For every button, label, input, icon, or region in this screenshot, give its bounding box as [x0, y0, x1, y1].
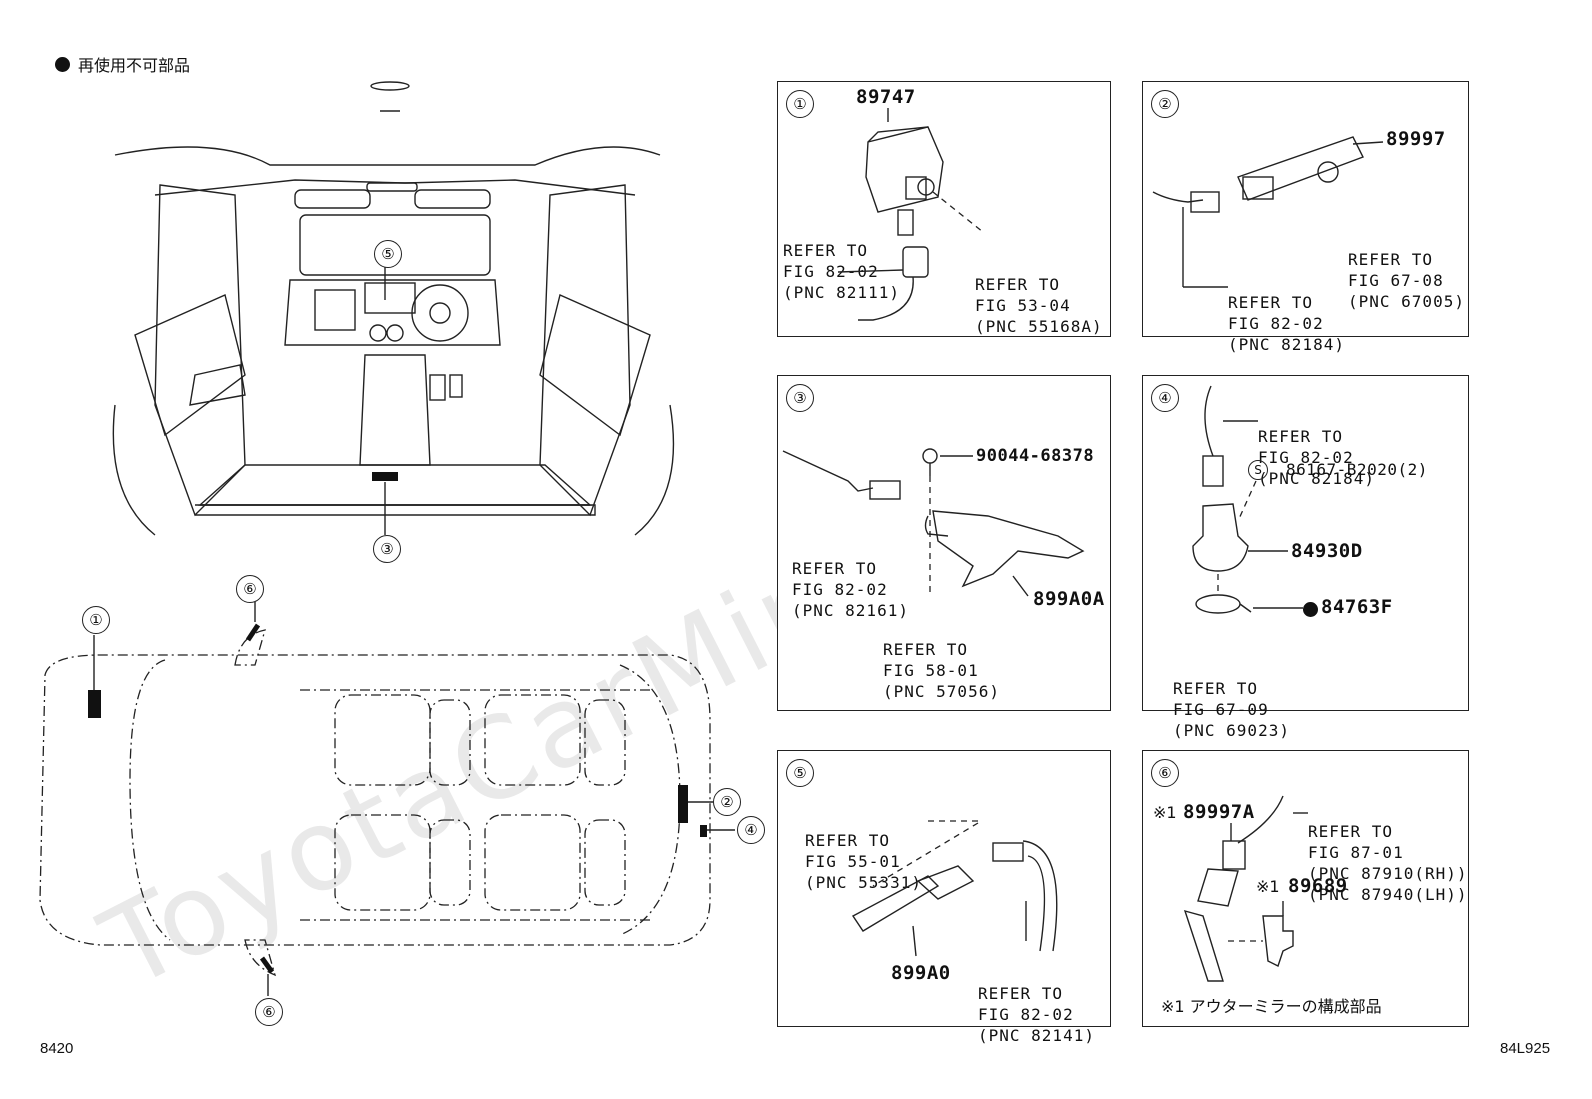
- part-number-899A0[interactable]: 899A0: [891, 962, 951, 984]
- part-number-89997A[interactable]: 89997A: [1183, 801, 1255, 823]
- sensor-location-2: [678, 785, 688, 823]
- panel-1-marker: ①: [786, 90, 814, 118]
- sensor-location-1: [88, 690, 101, 718]
- sensor-location-4: [700, 825, 707, 837]
- callout-5-interior[interactable]: ⑤: [374, 240, 402, 268]
- panel-5-marker: ⑤: [786, 759, 814, 787]
- illustration-code: 84L925: [1500, 1040, 1551, 1057]
- part-number-84763F[interactable]: 84763F: [1321, 596, 1393, 618]
- note-mark-2: ※1: [1256, 877, 1280, 896]
- non-reusable-icon: [1303, 602, 1318, 617]
- filled-circle-icon: [55, 56, 70, 72]
- panel-3-marker: ③: [786, 384, 814, 412]
- callout-1-car[interactable]: ①: [82, 606, 110, 634]
- panel-6-drawing: [1183, 795, 1308, 982]
- part-number-90044-68378[interactable]: 90044-68378: [976, 446, 1095, 466]
- panel-6-marker: ⑥: [1151, 759, 1179, 787]
- figure-code: 8420: [40, 1040, 74, 1057]
- sensor-location-3: [372, 472, 398, 481]
- panel-5-drawing: [851, 820, 1058, 957]
- car-top-view-illustration: [39, 602, 735, 996]
- interior-view-illustration: [112, 81, 675, 536]
- panel-6-footnote: ※1 アウターミラーの構成部品: [1161, 997, 1382, 1016]
- panel-3-drawing: [782, 448, 1085, 597]
- part-number-84930D[interactable]: 84930D: [1291, 540, 1363, 562]
- part-number-89747[interactable]: 89747: [856, 86, 916, 108]
- s-mark-icon: S: [1248, 460, 1268, 480]
- part-number-899A0A[interactable]: 899A0A: [1033, 588, 1105, 610]
- part-number-89997[interactable]: 89997: [1386, 128, 1446, 150]
- legend: 再使用不可部品: [55, 52, 190, 76]
- callout-2-car[interactable]: ②: [713, 788, 741, 816]
- callout-6-car-bottom[interactable]: ⑥: [255, 998, 283, 1026]
- part-number-86167-B2020[interactable]: 86167-B2020(2): [1286, 460, 1428, 479]
- callout-3-interior[interactable]: ③: [373, 535, 401, 563]
- panel-1-drawing: [837, 108, 984, 321]
- part-number-89689[interactable]: 89689: [1288, 875, 1348, 897]
- panel-4-drawing: [1192, 385, 1303, 614]
- callout-4-car[interactable]: ④: [737, 816, 765, 844]
- panel-2-marker: ②: [1151, 90, 1179, 118]
- note-mark-1: ※1: [1153, 803, 1177, 822]
- legend-text: 再使用不可部品: [78, 56, 191, 75]
- callout-6-car-top[interactable]: ⑥: [236, 575, 264, 603]
- panel-2-drawing: [1152, 136, 1384, 288]
- panel-4-marker: ④: [1151, 384, 1179, 412]
